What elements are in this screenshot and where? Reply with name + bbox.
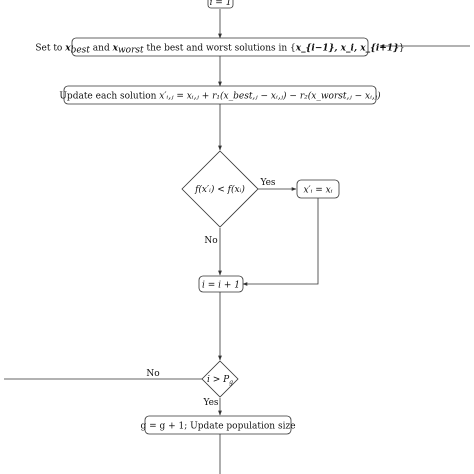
select-xbest-sub: best [71,46,91,56]
update-formula: x′ᵢ,ⱼ = xᵢ,ⱼ + r₁(x_best,ⱼ − xᵢ,ⱼ) − r₂(… [159,91,381,102]
node-final-label: g = g + 1; Update population size [140,422,295,432]
select-suffix: } [399,44,405,54]
node-assign-label: x′ᵢ = xᵢ [303,186,332,196]
decision2-main: i > P [207,375,230,385]
decision2-sub: g [229,379,233,386]
node-select-label: Set to xbest and xworst the best and wor… [35,44,404,56]
edge-label-yes1: Yes [259,178,275,188]
node-decision2 [201,360,239,398]
node-init [207,0,234,9]
update-prefix: Update each solution [59,92,159,102]
select-prefix: Set to [35,44,65,54]
node-decision1 [181,150,259,228]
select-and: and [90,44,113,54]
node-decision2-label: i > Pg [207,375,233,386]
node-init-label: i = 1 [210,0,232,8]
edge-assign-to-increment [242,198,319,286]
select-xbest: x [64,44,71,54]
select-set: x_{i−1}, x_i, x_{i+1} [295,44,399,54]
node-increment [198,275,244,293]
node-decision1-label: f(x′ᵢ) < f(xᵢ) [194,184,245,195]
node-increment-label: i = i + 1 [202,281,240,291]
select-xworst-sub: worst [118,46,144,56]
node-assign [296,179,340,199]
select-middle: the best and worst solutions in { [144,44,296,54]
node-select [71,37,369,57]
edge-label-no1: No [204,236,217,246]
node-final [144,415,292,435]
edge-label-no2: No [146,369,159,379]
edge-label-yes2: Yes [202,398,218,408]
node-update-label: Update each solution x′ᵢ,ⱼ = xᵢ,ⱼ + r₁(x… [59,91,381,102]
node-update [63,85,377,105]
select-xworst: x [112,44,119,54]
